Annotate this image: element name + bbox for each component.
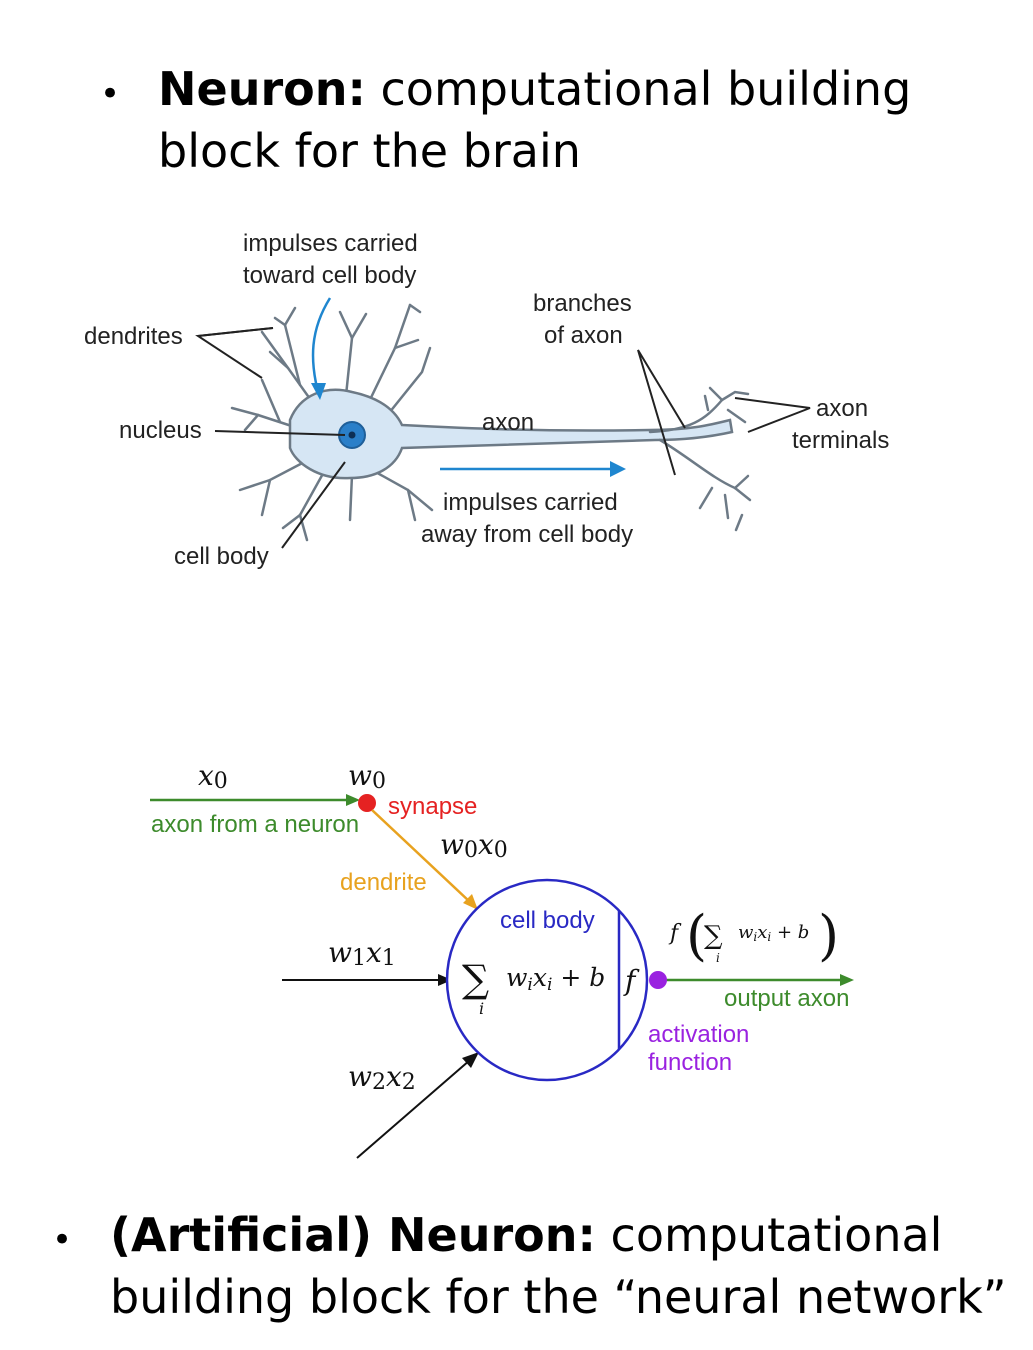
sum-formula: wixi + b [506,963,605,995]
cell-body-pointer [281,461,346,549]
bullet-line2: building block for the “neural network” [110,1270,1007,1324]
branches-pointer [637,349,686,476]
label-cell-body-art: cell body [500,907,595,934]
output-paren-right: ) [818,904,839,967]
sum-symbol: ∑ [462,957,489,1001]
bullet-rest: computational building [365,62,912,116]
toward-arrow-head [311,383,326,400]
output-paren-left: ( [686,904,707,967]
label-axon-terminals-1: axon [816,395,868,422]
dendrite-line [371,809,471,903]
label-activation-1: activation [648,1021,749,1048]
output-f: f [668,921,682,946]
terminals-pointer [734,397,811,433]
output-sum: ∑ [704,921,723,951]
label-w0: w0 [348,759,386,794]
bullet-bold: (Artificial) Neuron: [110,1208,596,1262]
cell-body-shape [288,388,734,480]
label-output-axon: output axon [724,985,849,1012]
label-branches-1: branches [533,290,632,317]
bullet-dot: • [100,74,121,114]
label-x0: x0 [198,759,228,794]
nucleolus-shape [348,431,356,439]
label-impulses-away-2: away from cell body [421,521,633,548]
label-w2x2: w2x2 [348,1060,416,1095]
bullet-text: (Artificial) Neuron: computational build… [110,1204,1033,1328]
label-branches-2: of axon [544,322,623,349]
label-axon: axon [482,409,534,436]
label-cell-body: cell body [174,543,269,570]
label-nucleus: nucleus [119,417,202,444]
input-axon-arrowhead [346,794,360,806]
toward-arrow-line [311,297,332,393]
biological-neuron: impulses carried toward cell body dendri… [84,230,889,570]
pointer-lines [195,327,811,549]
output-sum-index: i [716,951,720,965]
bullet-rest: computational [595,1208,943,1262]
label-synapse: synapse [388,793,477,820]
activation-dot [649,971,667,989]
label-dendrites: dendrites [84,323,183,350]
synapse-dot [358,794,376,812]
label-activation-2: function [648,1049,732,1076]
bullet-bold: Neuron: [158,62,366,116]
label-w1x1: w1x1 [328,936,396,971]
dendrite-arrowhead [463,894,478,910]
artificial-cell-body [445,878,649,1082]
label-impulses-toward-2: toward cell body [243,262,416,289]
bullet-dot: • [52,1220,73,1260]
input-w2x2-line [356,1059,471,1159]
x0-sub: 0 [214,769,228,794]
label-impulses-away-1: impulses carried [443,489,618,516]
label-impulses-toward-1: impulses carried [243,230,418,257]
nucleus-pointer [214,430,346,436]
input-w1x1-arrowhead [438,974,452,986]
bullet-text: Neuron: computational building block for… [158,58,998,182]
label-axon-from: axon from a neuron [151,811,359,838]
output-axon-arrowhead [840,974,854,986]
bullet-line2: block for the brain [158,124,581,178]
label-dendrite: dendrite [340,869,427,896]
output-formula-body: wixi + b [738,922,809,944]
input-w2x2-arrowhead [462,1052,479,1068]
artificial-neuron: x0 w0 synapse axon from a neuron w0x0 de… [150,759,854,1159]
away-arrow-head [610,461,626,477]
label-w0x0: w0x0 [440,828,508,863]
sum-index: i [479,999,484,1018]
x0-sym: x [198,759,214,792]
label-axon-terminals-2: terminals [792,427,889,454]
axon-branches [648,386,752,532]
